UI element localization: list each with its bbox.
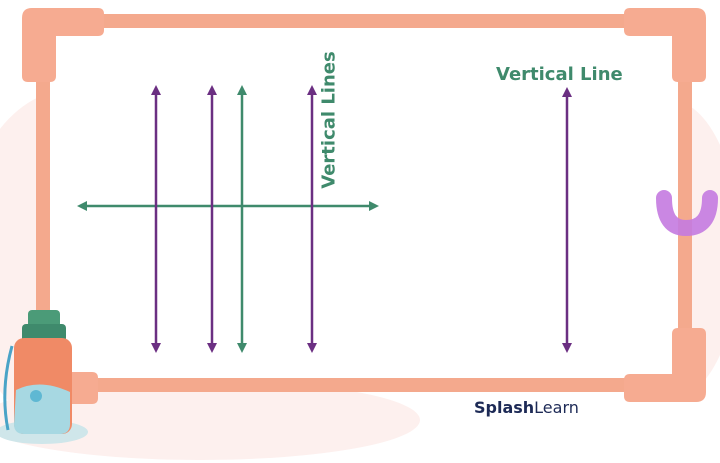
frame-corner-top-right [624,8,706,82]
backdrop-blob-bottom [0,380,420,460]
magnet-icon [656,190,718,237]
brand-regular-part: Learn [534,398,579,417]
vertical-line-label: Vertical Line [496,64,623,85]
frame-corner-bottom-right [624,328,706,402]
frame-bottom-bar [90,378,638,392]
brand-bold-part: Splash [474,398,535,417]
frame-top-bar [90,14,638,28]
water-bottle-icon [0,310,88,444]
brand-logo: SplashLearn [474,398,579,417]
vertical-lines-label: Vertical Lines [318,51,340,189]
frame-corner-top-left [22,8,104,82]
frame-left-bar [36,70,50,370]
